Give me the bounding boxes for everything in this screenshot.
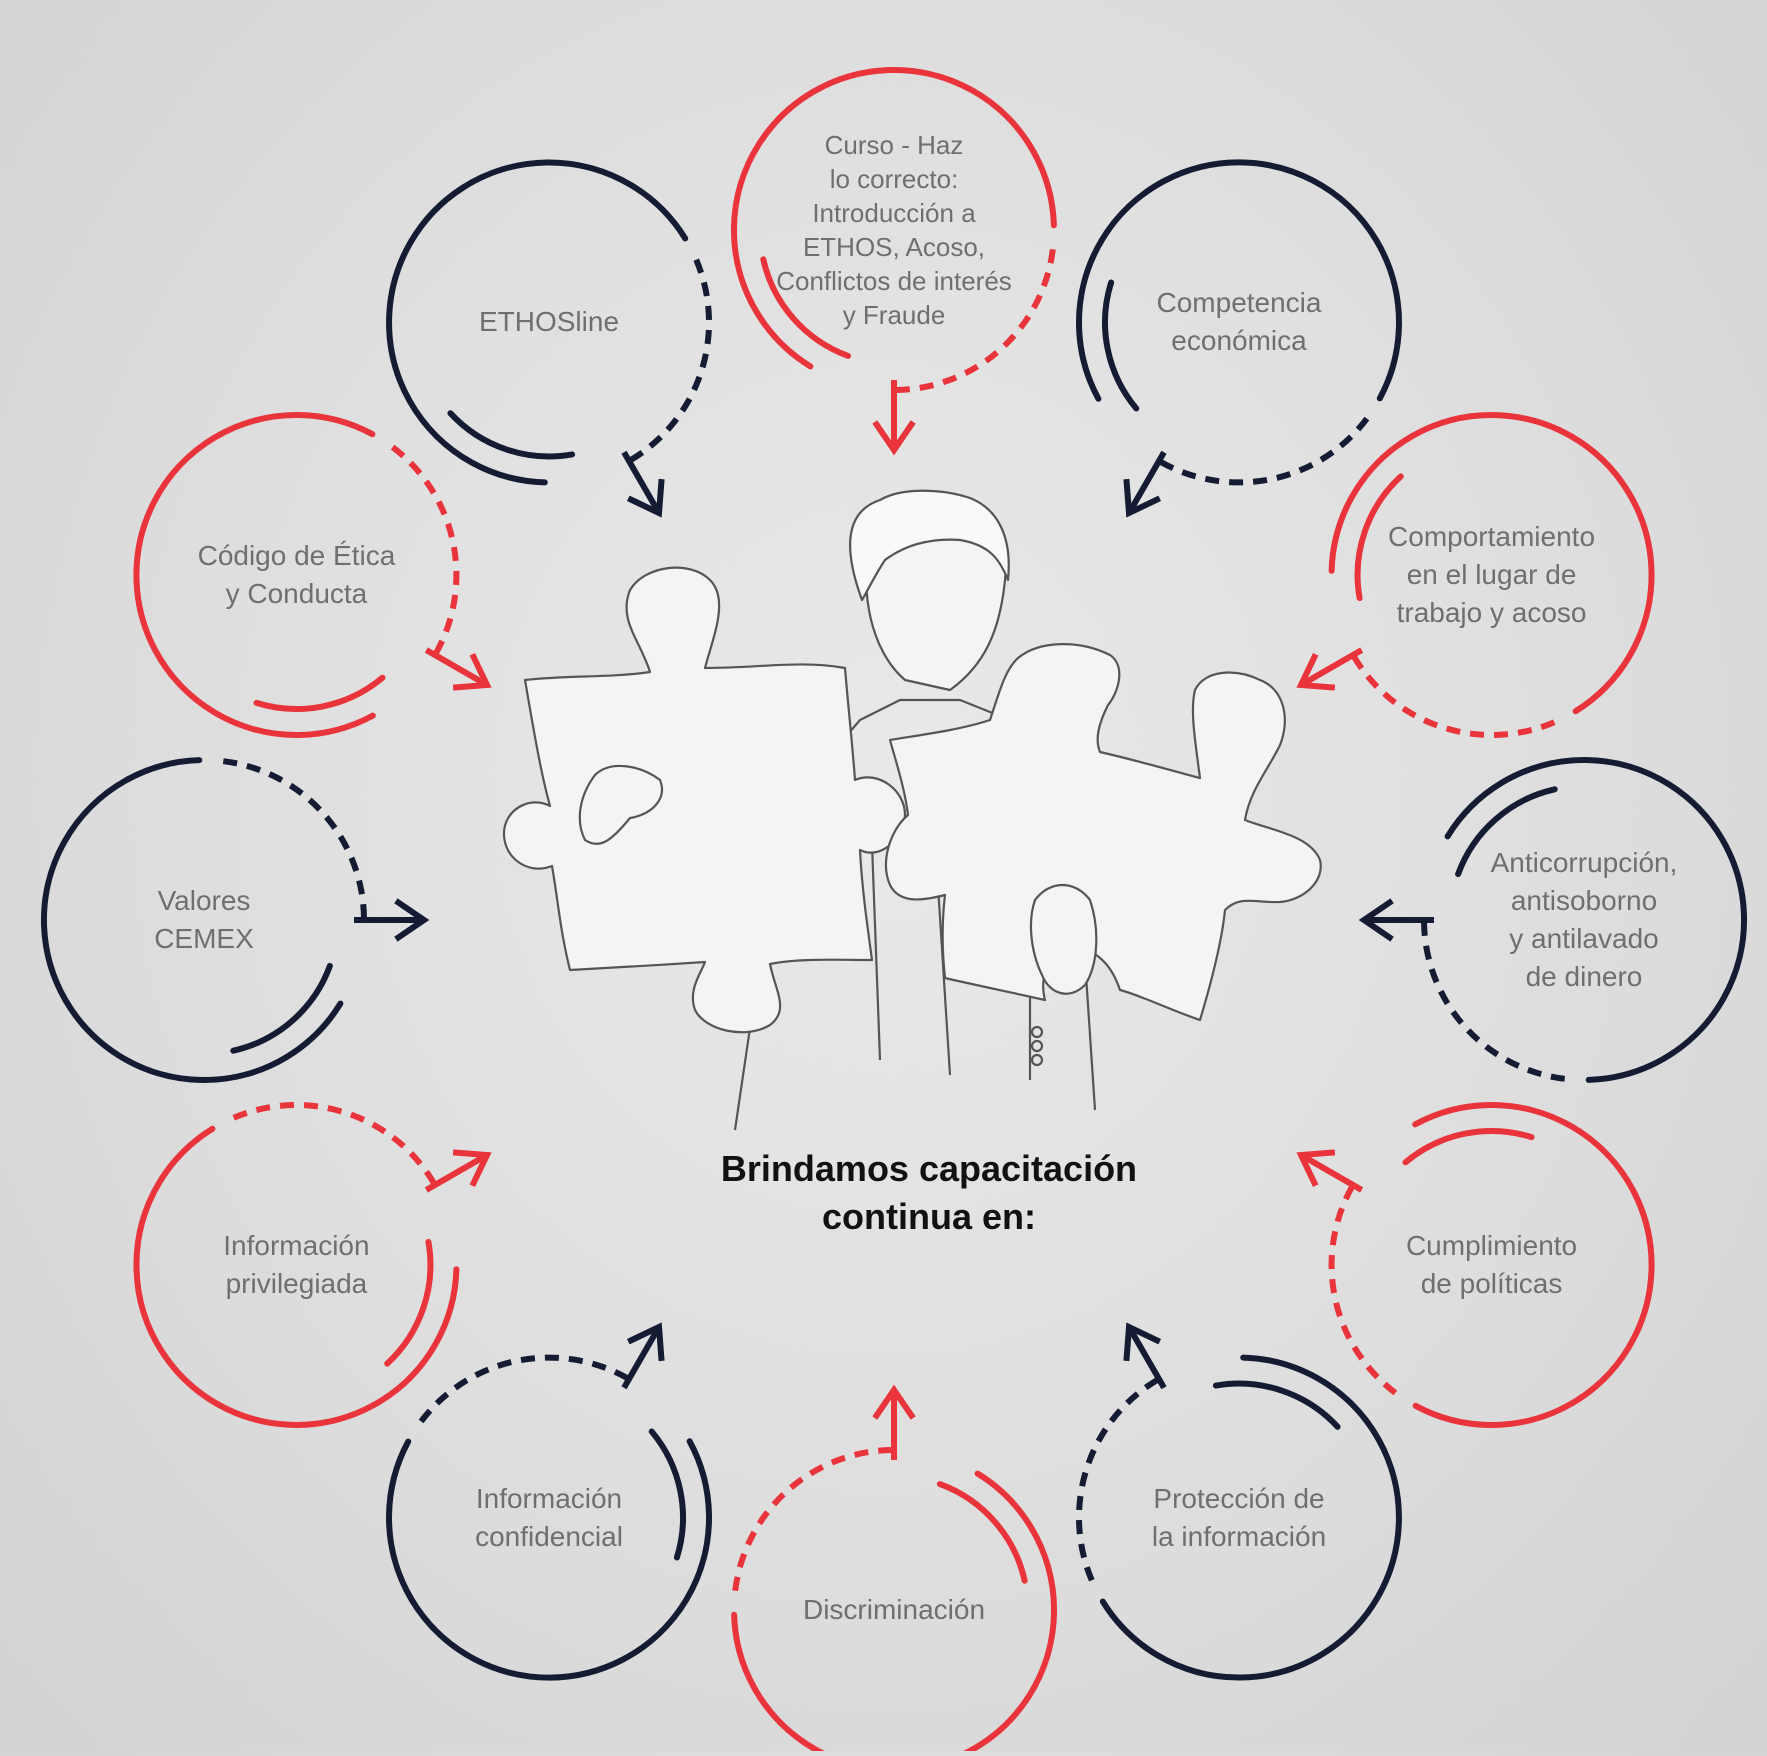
topic-informacion-label: Información confidencial [475,1482,623,1552]
topic-curso-haz-ring [731,67,1057,370]
topic-anticorrupcion-ring-group [1358,757,1747,1083]
topic-curso-haz-label: Curso - Haz lo correcto: Introducción a … [776,130,1012,330]
topic-cumplimiento-label: Cumplimiento de políticas [1405,1230,1578,1299]
topic-comportamiento-arrow [1299,647,1364,688]
topic-curso-haz-ring-group [731,67,1057,456]
topic-cumplimiento-arrow [1299,1152,1364,1193]
topic-competencia-ring [1076,159,1402,402]
topic-competencia-arrowhead [1123,478,1161,518]
topic-discriminacion-inner-arc [936,1481,1028,1584]
topic-valores-ring-group [41,757,430,1083]
topic-informacion-arrow [621,1325,662,1390]
topic-informacion-arrowhead [627,1322,665,1362]
topic-anticorrupcion-arrowhead [1358,898,1394,942]
topic-informacion-inner-arc [648,1428,686,1561]
topic-informacion-arrow [424,1152,489,1193]
topic-proteccion-de-label: Protección de la información [1151,1482,1327,1552]
topic-codigo-de-etica-ring-dashed [390,444,460,664]
topic-anticorrupcion-label: Anticorrupción, antisoborno y antilavado… [1490,847,1678,992]
puzzle-piece-right [884,643,1322,1022]
topic-discriminacion-ring-group [731,1384,1057,1756]
topic-competencia-ring-dashed [1150,416,1370,486]
topic-informacion-ring-dashed [232,1102,442,1194]
topic-discriminacion-ring [731,1470,1057,1756]
topic-cumplimiento-ring-dashed [1328,1176,1398,1396]
right-hand [1029,884,1098,995]
person-puzzle-illustration [502,489,1322,1131]
topic-competencia-arrow [1126,450,1167,515]
topic-ethosline-arrow [621,450,662,515]
topic-discriminacion-arrowhead [872,1384,916,1420]
topic-informacion-ring [386,1438,712,1681]
topic-cumplimiento-ring-group [1296,1102,1655,1428]
topic-ethosline-inner-arc [447,410,576,460]
topic-proteccion-de-ring [1099,1354,1402,1681]
topic-informacion-arrowhead [452,1149,492,1187]
topic-comportamiento-label: Comportamiento en el lugar de trabajo y … [1388,521,1596,628]
center-title: Brindamos capacitación continua en: [720,1148,1138,1237]
topic-proteccion-de-inner-arc [1212,1380,1341,1430]
topic-proteccion-de-ring-group [1076,1322,1402,1681]
topic-codigo-de-etica-label: Código de Ética y Conducta [197,540,396,609]
topic-comportamiento-inner-arc [1354,473,1404,602]
topic-comportamiento-arrowhead [1296,653,1336,691]
puzzle-piece-left [502,566,907,1034]
topic-discriminacion-ring-dashed [732,1447,903,1592]
topic-proteccion-de-ring-dashed [1076,1372,1168,1582]
topic-informacion-ring-group [133,1102,492,1428]
topic-competencia-inner-arc [1102,279,1140,412]
topic-informacion-inner-arc [384,1238,434,1367]
topic-informacion-label: Información privilegiada [223,1230,370,1299]
topic-valores-ring-dashed [222,758,367,929]
topic-comportamiento-ring-dashed [1346,646,1556,738]
topic-codigo-de-etica-arrowhead [452,653,492,691]
topic-anticorrupcion-ring [1444,757,1747,1083]
topic-valores-inner-arc [230,962,333,1054]
topic-discriminacion-label: Discriminación [802,1594,986,1625]
topic-curso-haz-inner-arc [760,256,852,359]
topic-codigo-de-etica-ring [133,412,376,738]
topic-competencia-ring-group [1076,159,1402,518]
topic-ethosline-ring-group [386,159,712,518]
topic-informacion-ring [133,1125,460,1428]
topic-competencia-label: Competencia económica [1156,287,1322,357]
topic-informacion-ring-dashed [418,1354,638,1424]
topic-curso-haz-arrowhead [872,420,916,456]
topic-proteccion-de-arrow [1126,1325,1167,1390]
topic-codigo-de-etica-inner-arc [253,674,386,712]
topic-comportamiento-ring [1328,412,1655,715]
topic-codigo-de-etica-ring-group [133,412,492,738]
topic-ethosline-arrowhead [627,478,665,518]
topic-informacion-ring-group [386,1322,712,1681]
topic-ethosline-ring [386,159,689,486]
topic-valores-label: Valores CEMEX [154,885,254,954]
topic-valores-ring [41,757,344,1083]
topic-curso-haz-ring-dashed [885,248,1056,393]
topic-anticorrupcion-ring-dashed [1421,911,1566,1082]
topic-cumplimiento-inner-arc [1402,1128,1535,1166]
topic-cumplimiento-arrowhead [1296,1149,1336,1187]
topic-comportamiento-ring-group [1296,412,1655,738]
topic-codigo-de-etica-arrow [424,647,489,688]
left-hand [578,764,663,845]
topic-ethosline-ring-dashed [620,258,712,468]
person-hair [849,489,1010,602]
topic-valores-arrowhead [394,898,430,942]
topic-ethosline-label: ETHOSline [478,306,620,338]
topic-proteccion-de-arrowhead [1123,1322,1161,1362]
topic-cumplimiento-ring [1412,1102,1655,1428]
topic-anticorrupcion-inner-arc [1455,786,1558,878]
